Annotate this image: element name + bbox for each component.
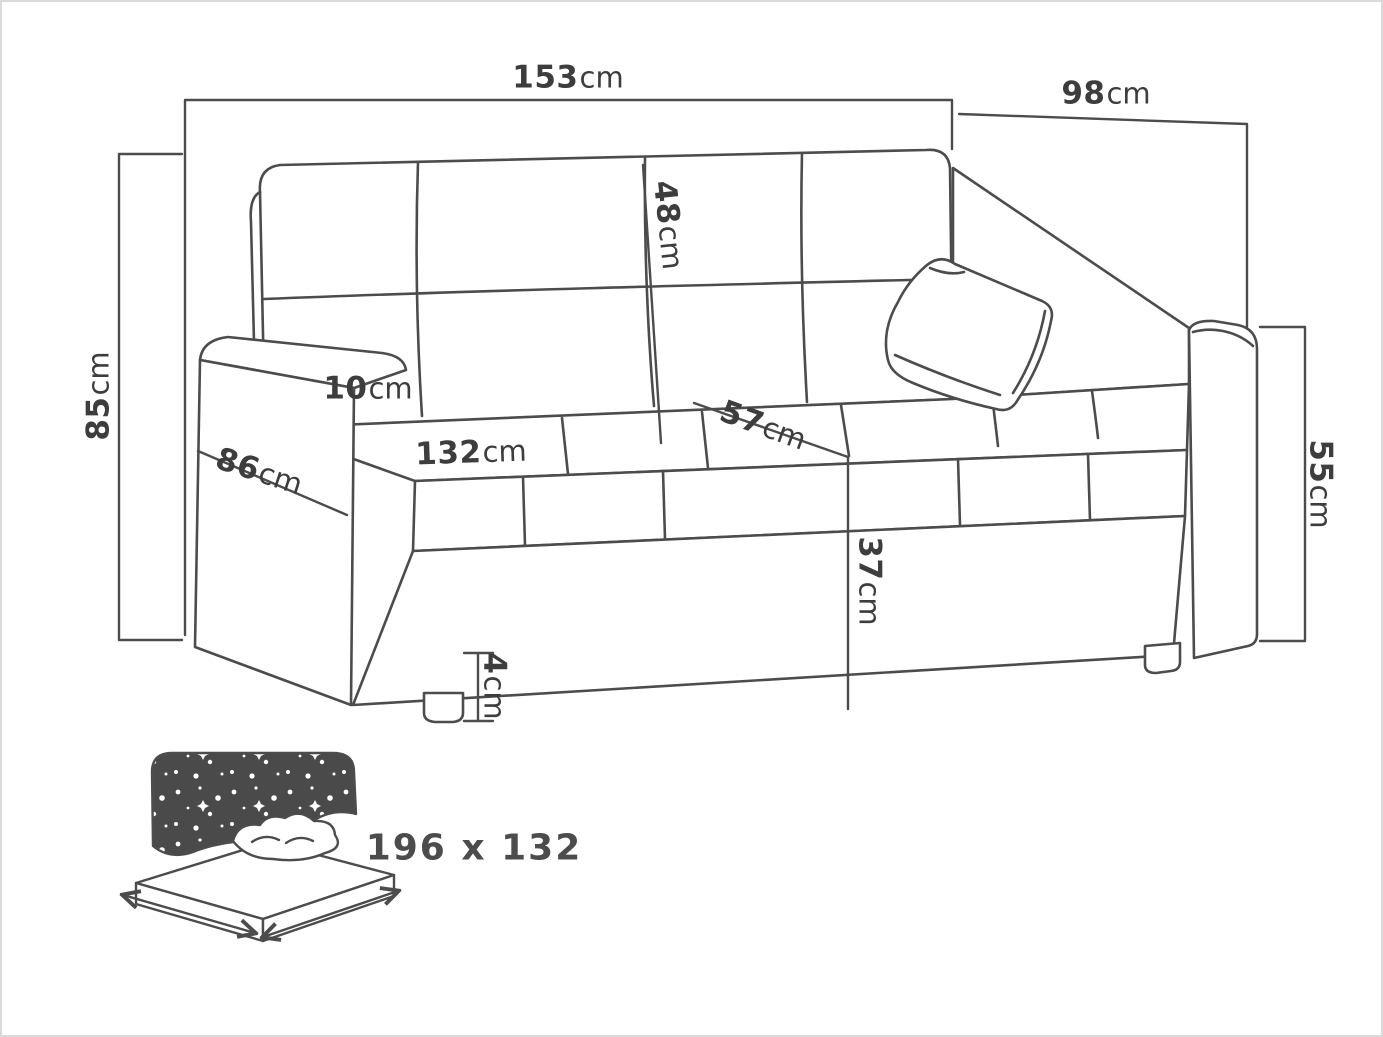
dim-arm-height-unit: cm [1303, 484, 1338, 529]
bed-width-arrow [263, 891, 398, 937]
right-armrest [1187, 319, 1259, 660]
dim-overall-depth-unit: cm [1106, 76, 1151, 111]
dim-backrest-height-value: 48 [645, 178, 687, 227]
sleeping-area-label: 196 x 132 [365, 827, 583, 869]
dim-armrest-width-value: 10 [323, 370, 368, 407]
seat-cushions [265, 382, 1191, 553]
dim-overall-depth: 98cm [1061, 75, 1151, 112]
dimension-lines [117, 98, 1307, 723]
arm-height-line [1258, 325, 1307, 643]
dim-overall-width-unit: cm [579, 60, 624, 95]
dim-overall-height-unit: cm [81, 351, 116, 396]
dim-arm-height: 55cm [1302, 439, 1339, 529]
dim-overall-depth-value: 98 [1061, 75, 1106, 112]
dim-armrest-width: 10cm [323, 370, 413, 407]
dim-seat-height: 37cm [851, 536, 888, 626]
backrest [249, 148, 955, 431]
left-armrest [193, 335, 408, 707]
dim-backrest-height-unit: cm [651, 223, 691, 272]
leg-height-line [462, 651, 495, 723]
depth-dimension-line [957, 112, 1249, 329]
dim-leg-height: 4cm [476, 652, 513, 720]
dim-seat-width: 132cm [414, 433, 528, 473]
dim-leg-height-value: 4 [476, 652, 513, 675]
height-dimension-line [117, 152, 184, 642]
dim-backrest-height: 48cm [645, 178, 691, 272]
dim-overall-height-value: 85 [80, 396, 117, 441]
dim-leg-height-unit: cm [477, 675, 512, 720]
dim-overall-width-value: 153 [512, 59, 579, 96]
dim-seat-height-unit: cm [852, 581, 887, 626]
width-dimension-line [183, 98, 954, 637]
front-leg [422, 691, 465, 724]
dim-seat-width-value: 132 [414, 434, 483, 473]
armrest-depth-line [196, 449, 349, 517]
dim-arm-height-value: 55 [1302, 439, 1339, 484]
dim-overall-height: 85cm [80, 351, 117, 441]
dim-overall-width: 153cm [512, 59, 624, 96]
bedding [231, 812, 340, 862]
throw-pillow [884, 257, 1054, 412]
bed-length-arrow [123, 895, 255, 933]
right-leg [1143, 641, 1182, 675]
sofa-illustration [193, 148, 1259, 724]
dim-armrest-width-unit: cm [368, 371, 413, 406]
backrest-height-line [641, 163, 663, 445]
dim-seat-height-value: 37 [851, 536, 888, 581]
dim-seat-width-unit: cm [481, 433, 528, 470]
sofa-bed-icon [123, 751, 398, 943]
seat-depth-line [692, 401, 850, 459]
